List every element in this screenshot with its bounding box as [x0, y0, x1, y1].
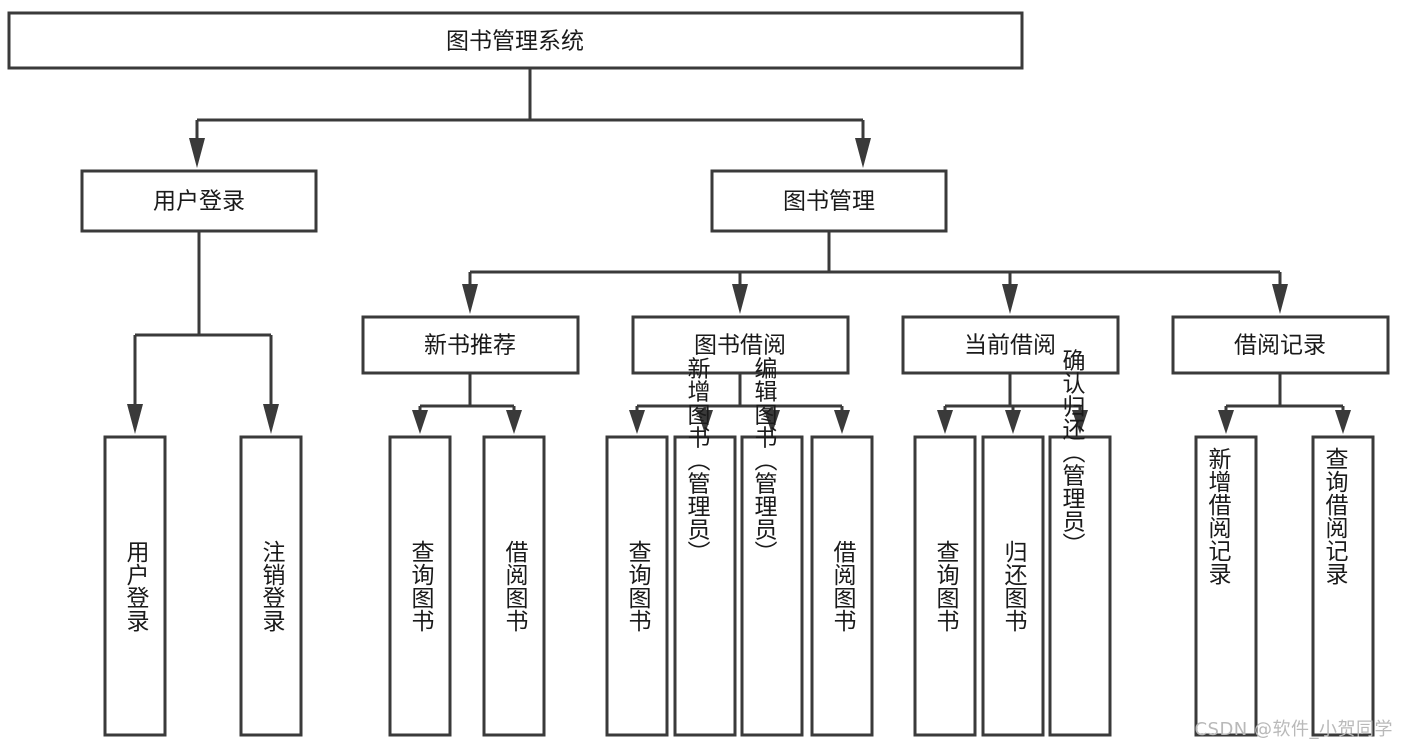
node-book-borrow-label: 图书借阅: [694, 333, 786, 359]
leaf-bb-add-book[interactable]: 新增图书（管理员）: [673, 357, 737, 737]
leaf-cb-confirm-return[interactable]: 确认归还（管理员）: [1048, 349, 1112, 737]
arrow-to-book-manage: [855, 138, 871, 168]
arrow-to-leaf-user-login: [127, 404, 143, 434]
arrow-to-new-book: [462, 284, 478, 314]
leaf-nb-query-book[interactable]: 查询图书: [388, 435, 452, 737]
leaf-cb-confirm-return-box: [1048, 435, 1112, 737]
node-borrow-record[interactable]: 借阅记录: [1171, 315, 1390, 375]
leaf-cb-return-book-label: 归还图书: [1000, 540, 1028, 632]
connector-book-borrow-leaves: [629, 373, 850, 434]
arrow-to-borrow-record: [1272, 284, 1288, 314]
leaf-br-add-record-box: [1194, 435, 1258, 737]
node-book-borrow[interactable]: 图书借阅: [631, 315, 850, 375]
leaf-logout-label: 注销登录: [258, 540, 286, 632]
leaf-bb-edit-book-box: [740, 435, 804, 737]
leaf-bb-add-book-box: [673, 435, 737, 737]
node-new-book[interactable]: 新书推荐: [361, 315, 580, 375]
leaf-user-login-label: 用户登录: [122, 540, 150, 632]
connector-user-login-leaves: [127, 231, 279, 434]
connector-borrow-record-leaves: [1218, 373, 1351, 434]
node-new-book-box: [361, 315, 580, 375]
arrow-to-current-borrow: [1002, 284, 1018, 314]
node-borrow-record-label: 借阅记录: [1234, 333, 1326, 359]
node-current-borrow-box: [901, 315, 1120, 375]
node-user-login[interactable]: 用户登录: [80, 169, 318, 233]
leaf-nb-query-book-label: 查询图书: [407, 540, 435, 632]
arrow-leaf-cb-2: [1005, 410, 1021, 434]
leaf-user-login[interactable]: 用户登录: [103, 435, 167, 737]
arrow-leaf-bb-4: [834, 410, 850, 434]
leaf-br-query-record[interactable]: 查询借阅记录: [1311, 435, 1375, 737]
arrow-leaf-nb-2: [506, 410, 522, 434]
leaf-user-login-box: [103, 435, 167, 737]
node-book-manage-label: 图书管理: [783, 189, 875, 215]
node-user-login-label: 用户登录: [153, 189, 245, 215]
leaf-br-query-record-box: [1311, 435, 1375, 737]
leaf-nb-borrow-book-label: 借阅图书: [501, 540, 529, 632]
node-user-login-box: [80, 169, 318, 233]
arrow-to-book-borrow: [732, 284, 748, 314]
arrow-leaf-cb-1: [937, 410, 953, 434]
node-new-book-label: 新书推荐: [424, 333, 516, 359]
leaf-nb-borrow-book-box: [482, 435, 546, 737]
arrow-leaf-bb-2: [697, 410, 713, 434]
leaf-br-add-record[interactable]: 新增借阅记录: [1194, 435, 1258, 737]
arrow-leaf-cb-3: [1072, 410, 1088, 434]
connector-new-book-leaves: [412, 373, 522, 434]
leaf-bb-edit-book[interactable]: 编辑图书（管理员）: [740, 357, 804, 737]
node-root-box: [7, 11, 1024, 70]
node-current-borrow[interactable]: 当前借阅: [901, 315, 1120, 375]
leaf-bb-borrow-book[interactable]: 借阅图书: [810, 435, 874, 737]
leaf-cb-confirm-return-label: 确认归还（管理员）: [1058, 349, 1086, 556]
leaf-logout-box: [239, 435, 303, 737]
leaf-cb-query-book-label: 查询图书: [932, 540, 960, 632]
leaf-bb-borrow-book-box: [810, 435, 874, 737]
leaf-bb-edit-book-label: 编辑图书（管理员）: [750, 357, 778, 564]
leaf-br-query-record-label: 查询借阅记录: [1321, 447, 1349, 585]
arrow-leaf-nb-1: [412, 410, 428, 434]
node-book-manage[interactable]: 图书管理: [710, 169, 948, 233]
csdn-watermark: CSDN @软件_小贺同学: [1194, 719, 1393, 740]
arrow-to-user-login: [189, 138, 205, 168]
node-root[interactable]: 图书管理系统: [7, 11, 1024, 70]
leaf-cb-return-book-box: [981, 435, 1045, 737]
leaf-bb-query-book-label: 查询图书: [624, 540, 652, 632]
leaf-bb-query-book-box: [605, 435, 669, 737]
leaf-br-add-record-label: 新增借阅记录: [1204, 447, 1232, 585]
leaf-bb-query-book[interactable]: 查询图书: [605, 435, 669, 737]
leaf-logout[interactable]: 注销登录: [239, 435, 303, 737]
connector-current-borrow-leaves: [937, 373, 1088, 434]
leaf-bb-borrow-book-label: 借阅图书: [829, 540, 857, 632]
connector-book-manage-bus: [462, 231, 1288, 314]
leaf-cb-query-book[interactable]: 查询图书: [913, 435, 977, 737]
node-current-borrow-label: 当前借阅: [964, 333, 1056, 359]
arrow-leaf-bb-1: [629, 410, 645, 434]
node-root-label: 图书管理系统: [446, 29, 584, 55]
connector-root-bus: [189, 68, 871, 168]
leaf-nb-query-book-box: [388, 435, 452, 737]
leaf-cb-query-book-box: [913, 435, 977, 737]
arrow-leaf-br-2: [1335, 410, 1351, 434]
arrow-to-leaf-logout: [263, 404, 279, 434]
leaf-cb-return-book[interactable]: 归还图书: [981, 435, 1045, 737]
arrow-leaf-br-1: [1218, 410, 1234, 434]
leaf-bb-add-book-label: 新增图书（管理员）: [683, 357, 711, 564]
arrow-leaf-bb-3: [764, 410, 780, 434]
leaf-nb-borrow-book[interactable]: 借阅图书: [482, 435, 546, 737]
